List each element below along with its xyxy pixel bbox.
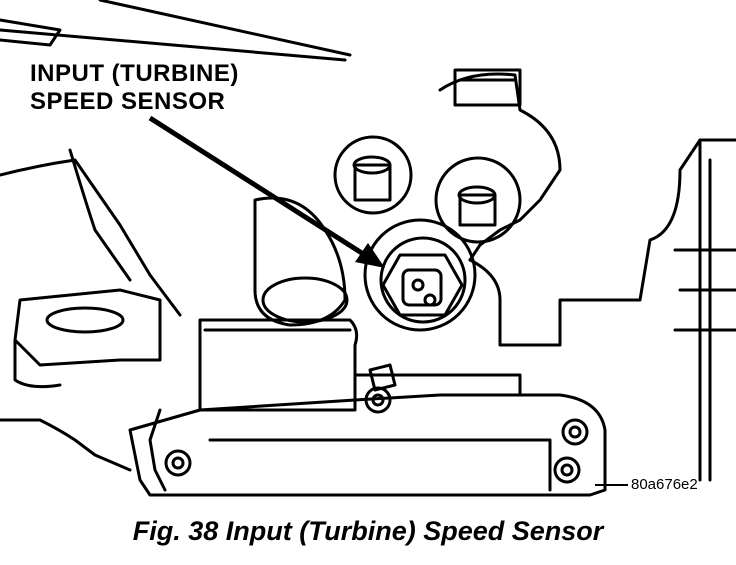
callout-arrow <box>148 115 385 268</box>
conical-boss <box>253 196 347 327</box>
right-ribs <box>673 248 736 332</box>
pan-bolt-3-center <box>171 456 185 470</box>
pan-lip <box>353 373 522 397</box>
upper-stud-1 <box>353 163 392 202</box>
callout-line-2: SPEED SENSOR <box>30 88 226 115</box>
upper-diagonal-line-2 <box>98 0 352 57</box>
valve-body-block <box>198 318 359 412</box>
pan-stud <box>368 363 397 392</box>
figure-reference-code: 80a676e2 <box>631 476 698 493</box>
callout-line-1: INPUT (TURBINE) <box>30 60 239 87</box>
sensor-mount-inner <box>379 236 467 324</box>
figure-caption: Fig. 38 Input (Turbine) Speed Sensor <box>132 516 604 546</box>
pan-bolt-3 <box>164 449 192 477</box>
sensor-mount-outer <box>363 218 477 332</box>
upper-left-wedge <box>0 18 62 47</box>
pan-bolt-2 <box>561 418 589 446</box>
left-bracket-hole <box>45 306 125 334</box>
sensor-pin-2 <box>423 293 437 307</box>
pan-inner <box>208 438 552 492</box>
left-housing-lower <box>0 418 132 472</box>
right-housing <box>468 138 736 347</box>
sensor-pin-1 <box>411 278 425 292</box>
conical-boss-face <box>261 276 349 324</box>
pan-outer <box>128 393 607 497</box>
pan-bolt-2-center <box>568 425 582 439</box>
upper-stud-2-top <box>457 185 497 205</box>
sensor-hex <box>381 253 464 317</box>
top-post <box>453 68 522 107</box>
right-vertical <box>698 138 712 482</box>
left-case-edge <box>0 158 182 317</box>
upper-housing <box>438 72 562 262</box>
upper-stud-1-base <box>333 135 413 215</box>
upper-stud-1-top <box>352 155 392 175</box>
upper-stud-2 <box>458 193 497 227</box>
left-bracket-side <box>13 338 62 389</box>
callout-label: INPUT (TURBINE) SPEED SENSOR <box>30 60 239 116</box>
pan-bolt-1-center <box>371 393 385 407</box>
lower-left-housing <box>148 408 167 492</box>
upper-stud-2-base <box>434 156 522 244</box>
left-housing-outline <box>68 148 132 282</box>
pan-bolt-4 <box>553 456 581 484</box>
sensor-connector <box>401 268 443 307</box>
left-bracket <box>13 288 162 367</box>
pan-bolt-4-center <box>560 463 574 477</box>
